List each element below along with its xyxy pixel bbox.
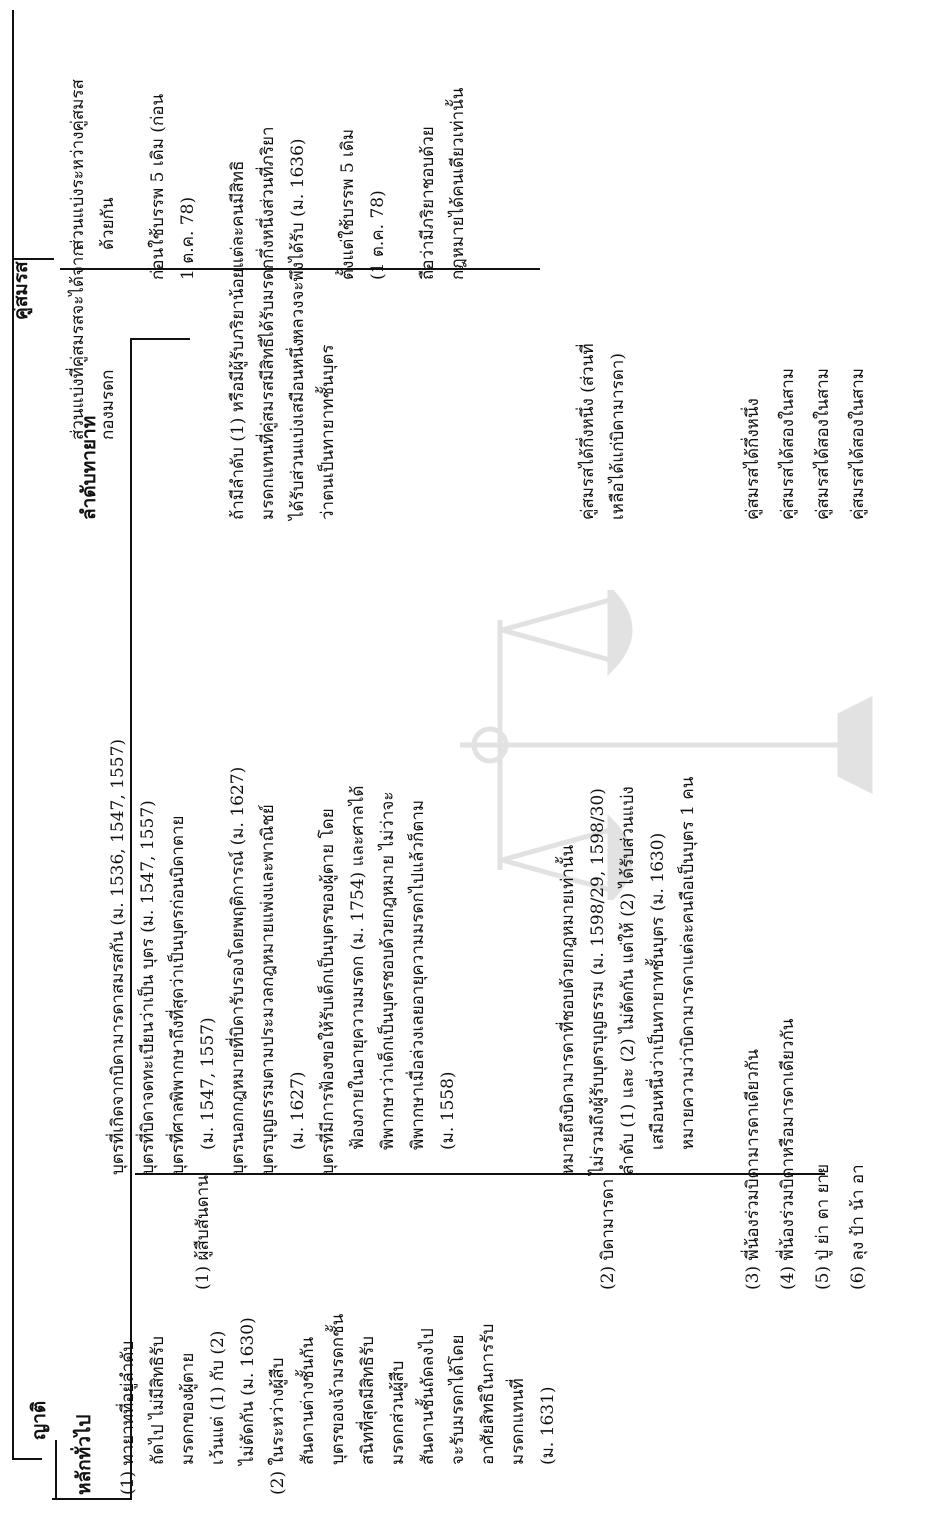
spouse-text: หลวงจะพึงได้รับ (ม. 1636): [288, 138, 308, 340]
descendant-item: บุตรที่ศาลพิพากษาถึงที่สุดว่าเป็นบุตรก่อ…: [168, 815, 188, 1175]
heir-order-bar: [130, 340, 132, 1500]
parent-item: เสมือนหนึ่งว่าเป็นทายาทชั้นบุตร (ม. 1630…: [648, 832, 668, 1150]
general-line: บุตรของเจ้ามรดกชั้น: [328, 1313, 348, 1465]
spouse-text: กฎหมายได้คนเดียวเท่านั้น: [448, 87, 468, 280]
kin-heading: ญาติ: [28, 1400, 50, 1440]
spouse-text: ว่าตนเป็นทายาทชั้นบุตร: [318, 344, 338, 520]
parent-item: หมายความว่าบิดามารดาแต่ละคนถือเป็นบุตร 1…: [678, 776, 698, 1150]
heir-class: (4) พี่น้องร่วมบิดาหรือมารดาเดียวกัน: [778, 1018, 798, 1290]
spouse-text: ส่วนแบ่งระหว่างคู่สมรส: [68, 79, 88, 250]
general-line: เว้นแต่ (1) กับ (2): [208, 1330, 228, 1465]
general-line: สนิทที่สุดมีสิทธิรับ: [358, 1336, 378, 1465]
descendant-item: ฟ้องภายในอายุความมรดก (ม. 1754) และศาลได…: [348, 785, 368, 1150]
spouse-text: ก่อนใช้บรรพ 5 เดิม (ก่อน: [148, 93, 168, 280]
general-line: ถัดไป ไม่มีสิทธิรับ: [148, 1336, 168, 1465]
spouse-text: ได้รับส่วนแบ่งเสมือนหนึ่ง: [288, 338, 308, 520]
parent-item: ลำดับ (1) และ (2) ไม่ตัดกัน แต่ให้ (2) ไ…: [618, 786, 638, 1175]
scales-of-justice-watermark: [460, 590, 873, 900]
spouse-text: ด้วยกัน: [98, 197, 118, 250]
spouse-text: (1 ต.ค. 78): [368, 190, 388, 280]
descendant-item: (ม. 1627): [288, 1071, 308, 1150]
spouse-text: ส่วนแบ่งที่คู่สมรสจะได้จาก: [68, 246, 88, 440]
general-line: จะรับมรดกได้โดย: [448, 1334, 468, 1465]
descendant-item: บุตรบุญธรรมตามประมวลกฎหมายแพ่งและพาณิชย์: [258, 804, 278, 1175]
general-line: ไม่ตัดกัน (ม. 1630): [238, 1317, 258, 1465]
general-line: (ม. 1631): [538, 1386, 558, 1465]
spouse-heading: คู่สมรส: [10, 261, 32, 320]
heir-class: (5) ปู่ ย่า ตา ยาย: [813, 1163, 833, 1290]
general-line: สันดานชั้นถัดลงไป: [418, 1328, 438, 1465]
spouse-text: คู่สมรสได้สองในสาม: [778, 368, 798, 520]
spouse-text: กองมรดก: [98, 369, 118, 440]
general-line: (2) ในระหว่างผู้สืบ: [268, 1357, 288, 1495]
general-line: (1) ทายาทที่อยู่ลำดับ: [118, 1340, 138, 1495]
general-connector: [55, 1440, 57, 1500]
heir-class: (6) ลุง ป้า น้า อา: [848, 1164, 868, 1290]
general-principle-heading: หลักทั่วไป: [73, 1414, 95, 1495]
general-line: สันดานต่างชั้นกัน: [298, 1336, 318, 1465]
spouse-text: คู่สมรสได้สองในสาม: [813, 368, 833, 520]
parent-item: ไม่รวมถึงผู้รับบุตรบุญธรรม (ม. 1598/29, …: [588, 788, 608, 1175]
descendant-item: (ม. 1547, 1557): [198, 1017, 218, 1150]
spouse-text: ได้รับมรดกกึ่งหนึ่งส่วนที่ภริยา: [258, 126, 278, 341]
spouse-text: คู่สมรสได้กึ่งหนึ่ง (ส่วนที่: [578, 343, 598, 520]
heir-class: (3) พี่น้องร่วมบิดามารดาเดียวกัน: [743, 1049, 763, 1290]
spouse-text: มรดกแทนที่คู่สมรสมีสิทธิ: [258, 337, 278, 520]
kin-spouse-top-bar: [12, 10, 14, 1460]
general-line: มรดกของผู้ตาย: [178, 1352, 198, 1465]
spouse-text: ถือว่ามีภริยาชอบด้วย: [418, 126, 438, 280]
descendant-item: บุตรที่มีการฟ้องขอให้รับเด็กเป็นบุตรของผ…: [318, 808, 338, 1175]
descendants-label: (1) ผู้สืบสันดาน: [193, 1175, 213, 1290]
descendant-item: บุตรนอกกฎหมายที่บิดารับรองโดยพฤติการณ์ (…: [228, 766, 248, 1175]
spouse-text: ภริยาน้อยแต่ละคนมีสิทธิ: [228, 160, 248, 340]
parent-item: หมายถึงบิดามารดาที่ชอบด้วยกฎหมายเท่านั้น: [558, 844, 578, 1175]
general-line: มรดกแทนที่: [508, 1378, 528, 1465]
spouse-text: 1 ต.ค. 78): [178, 196, 198, 280]
descendant-item: บุตรที่เกิดจากบิดามารดาสมรสกัน (ม. 1536,…: [108, 738, 128, 1175]
descendant-item: (ม. 1558): [438, 1071, 458, 1150]
spouse-drop: [12, 258, 54, 260]
kin-drop: [12, 1458, 42, 1460]
general-line: อาศัยสิทธิในการรับ: [478, 1323, 498, 1465]
descendant-item: พิพากษาเมื่อล่วงเลยอายุความมรดกไปแล้วก็ต…: [408, 799, 428, 1150]
parents-label: (2) บิดามารดา: [598, 1178, 618, 1290]
spouse-text: เหลือได้แก่บิดามารดา): [608, 353, 628, 520]
descendant-item: บุตรที่บิดาจดทะเบียนว่าเป็น บุตร (ม. 154…: [138, 800, 158, 1175]
descendant-item: พิพากษาว่าเด็กเป็นบุตรชอบด้วยกฎหมาย ไม่ว…: [378, 791, 398, 1150]
heir-order-drop: [130, 338, 190, 340]
spouse-text: คู่สมรสได้สองในสาม: [848, 368, 868, 520]
kin-vertical: [52, 1498, 132, 1500]
spouse-text: ตั้งแต่ใช้บรรพ 5 เดิม: [338, 128, 358, 280]
general-line: มรดกส่วนผู้สืบ: [388, 1360, 408, 1465]
spouse-text: คู่สมรสได้กึ่งหนึ่ง: [743, 398, 763, 520]
spouse-text: ถ้ามีลำดับ (1) หรือมีผู้รับ: [228, 340, 248, 520]
